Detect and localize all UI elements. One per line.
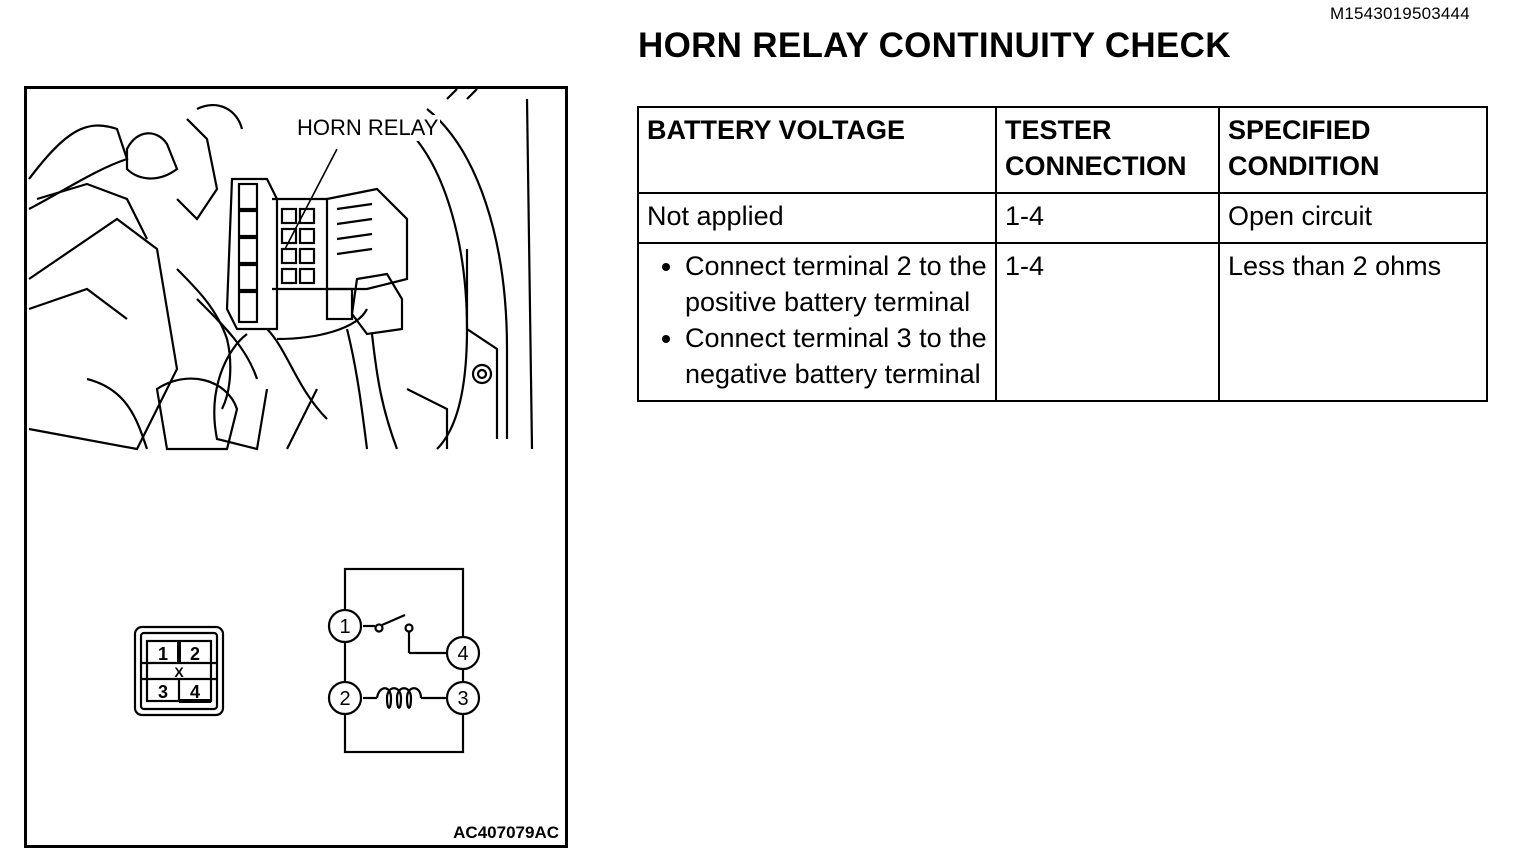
header-battery-voltage: BATTERY VOLTAGE xyxy=(637,106,997,194)
header-specified-condition: SPECIFIED CONDITION xyxy=(1218,106,1488,194)
connector-pin-4: 4 xyxy=(190,682,200,702)
circuit-terminal-3: 3 xyxy=(457,688,468,710)
cell-specified-condition: Less than 2 ohms xyxy=(1218,242,1488,402)
circuit-terminal-2: 2 xyxy=(339,688,350,710)
cell-battery-voltage: Not applied xyxy=(637,192,997,244)
table-header-row: BATTERY VOLTAGE TESTER CONNECTION SPECIF… xyxy=(637,106,1488,194)
cell-tester-connection: 1-4 xyxy=(995,192,1220,244)
connector-pin-1: 1 xyxy=(158,644,168,664)
connector-marker: X xyxy=(174,664,184,680)
cell-tester-connection: 1-4 xyxy=(995,242,1220,402)
cell-battery-voltage: Connect terminal 2 to the positive batte… xyxy=(637,242,997,402)
relay-figure: 1 2 3 4 X 1 4 2 3 HORN RELAY AC407079AC xyxy=(24,86,568,848)
list-item: Connect terminal 2 to the positive batte… xyxy=(685,248,987,320)
list-item: Connect terminal 3 to the negative batte… xyxy=(685,320,987,392)
continuity-check-table: BATTERY VOLTAGE TESTER CONNECTION SPECIF… xyxy=(637,106,1488,402)
cell-specified-condition: Open circuit xyxy=(1218,192,1488,244)
relay-connector-diagram xyxy=(133,625,225,717)
table-row: Not applied 1-4 Open circuit xyxy=(637,192,1488,244)
connector-pin-3: 3 xyxy=(158,682,168,702)
circuit-terminal-1: 1 xyxy=(339,616,350,638)
circuit-terminal-4: 4 xyxy=(457,643,468,665)
horn-relay-callout: HORN RELAY xyxy=(295,115,441,141)
page-title: HORN RELAY CONTINUITY CHECK xyxy=(638,26,1231,65)
table-row: Connect terminal 2 to the positive batte… xyxy=(637,242,1488,402)
document-id: M1543019503444 xyxy=(1330,4,1470,23)
figure-code: AC407079AC xyxy=(453,823,559,842)
connector-pin-2: 2 xyxy=(190,644,200,664)
header-tester-connection: TESTER CONNECTION xyxy=(995,106,1220,194)
engine-bay-illustration: 1 2 3 4 X 1 4 2 3 xyxy=(28,89,534,754)
relay-circuit-diagram xyxy=(327,567,481,754)
battery-voltage-list: Connect terminal 2 to the positive batte… xyxy=(647,248,987,392)
